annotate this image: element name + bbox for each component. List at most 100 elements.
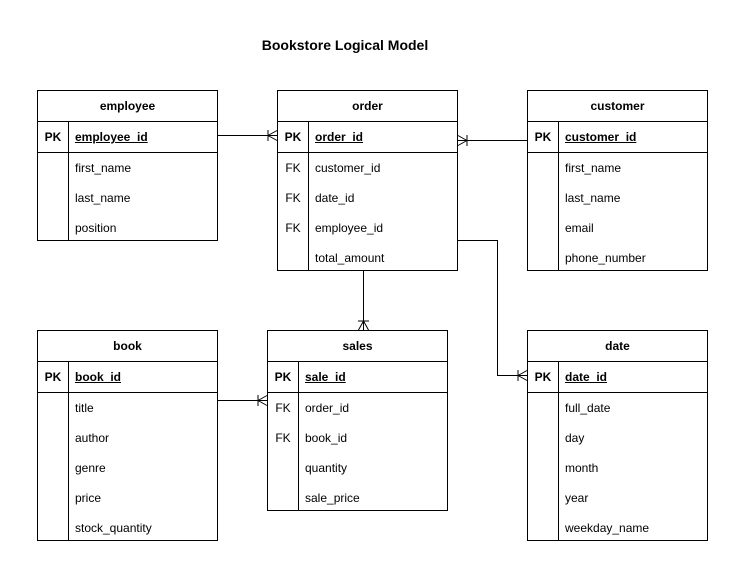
field-name: full_date <box>565 401 611 415</box>
field-name: stock_quantity <box>75 521 152 535</box>
relationship-order-date <box>458 240 528 381</box>
field-name: sale_id <box>305 370 346 384</box>
field-name: date_id <box>315 191 355 205</box>
primary-key-row: PK order_id <box>278 122 457 153</box>
field-name: customer_id <box>315 161 381 175</box>
field-row: sale_price <box>268 483 447 513</box>
field-row: total_amount <box>278 243 457 273</box>
field-row: quantity <box>268 453 447 483</box>
key-label: FK <box>275 431 291 445</box>
column-divider <box>298 391 299 510</box>
field-name: first_name <box>75 161 132 175</box>
field-row: author <box>38 423 217 453</box>
entity-book-header: book <box>38 331 217 362</box>
key-label: FK <box>285 161 301 175</box>
field-row: first_name <box>38 153 217 183</box>
field-row: stock_quantity <box>38 513 217 543</box>
relationship-customer-order <box>457 135 527 146</box>
field-row: full_date <box>528 393 707 423</box>
field-row: email <box>528 213 707 243</box>
column-divider <box>558 361 559 391</box>
field-row: phone_number <box>528 243 707 273</box>
entity-employee[interactable]: employee PK employee_id first_name last_… <box>37 90 218 241</box>
field-name: year <box>565 491 589 505</box>
field-name: employee_id <box>315 221 384 235</box>
field-row: weekday_name <box>528 513 707 543</box>
entity-customer-header: customer <box>528 91 707 122</box>
key-label: FK <box>275 401 291 415</box>
field-name: email <box>565 221 594 235</box>
key-label: PK <box>44 370 62 384</box>
field-name: month <box>565 461 599 475</box>
field-name: order_id <box>315 130 364 144</box>
column-divider <box>558 151 559 270</box>
key-label: FK <box>285 221 301 235</box>
field-name: employee_id <box>75 130 148 144</box>
field-row: day <box>528 423 707 453</box>
field-name: author <box>75 431 110 445</box>
entity-order[interactable]: order PK order_id FK customer_id FK date_i… <box>277 90 458 271</box>
field-row: FK customer_id <box>278 153 457 183</box>
field-name: first_name <box>565 161 622 175</box>
entity-sales-header: sales <box>268 331 447 362</box>
key-label: PK <box>534 370 552 384</box>
field-row: price <box>38 483 217 513</box>
field-name: sale_price <box>305 491 360 505</box>
key-label: PK <box>44 130 62 144</box>
column-divider <box>558 391 559 540</box>
field-row: last_name <box>38 183 217 213</box>
entity-customer[interactable]: customer PK customer_id first_name last_… <box>527 90 708 271</box>
relationship-book-sales <box>218 395 268 406</box>
field-row: position <box>38 213 217 243</box>
column-divider <box>558 121 559 151</box>
entity-date[interactable]: date PK date_id full_date day month year… <box>527 330 708 541</box>
column-divider <box>68 361 69 391</box>
key-label: PK <box>284 130 302 144</box>
field-name: title <box>75 401 94 415</box>
field-name: price <box>75 491 102 505</box>
field-name: book_id <box>305 431 348 445</box>
entity-book[interactable]: book PK book_id title author genre price… <box>37 330 218 541</box>
field-name: total_amount <box>315 251 385 265</box>
primary-key-row: PK book_id <box>38 362 217 393</box>
field-name: quantity <box>305 461 348 475</box>
field-name: last_name <box>75 191 131 205</box>
field-row: FK date_id <box>278 183 457 213</box>
field-name: customer_id <box>565 130 637 144</box>
key-label: FK <box>285 191 301 205</box>
diagram-title: Bookstore Logical Model <box>261 37 429 53</box>
field-name: weekday_name <box>565 521 650 535</box>
field-row: first_name <box>528 153 707 183</box>
key-label: PK <box>274 370 292 384</box>
entity-date-header: date <box>528 331 707 362</box>
field-row: FK employee_id <box>278 213 457 243</box>
column-divider <box>308 121 309 151</box>
field-name: position <box>75 221 117 235</box>
column-divider <box>68 391 69 540</box>
entity-order-header: order <box>278 91 457 122</box>
primary-key-row: PK employee_id <box>38 122 217 153</box>
field-name: day <box>565 431 585 445</box>
relationship-employee-order <box>218 130 278 141</box>
field-name: genre <box>75 461 106 475</box>
primary-key-row: PK customer_id <box>528 122 707 153</box>
column-divider <box>68 151 69 240</box>
column-divider <box>308 151 309 270</box>
field-row: year <box>528 483 707 513</box>
field-row: genre <box>38 453 217 483</box>
key-label: PK <box>534 130 552 144</box>
primary-key-row: PK sale_id <box>268 362 447 393</box>
relationship-order-sales <box>358 271 369 331</box>
column-divider <box>298 361 299 391</box>
field-name: date_id <box>565 370 608 384</box>
field-name: phone_number <box>565 251 646 265</box>
primary-key-row: PK date_id <box>528 362 707 393</box>
field-row: FK book_id <box>268 423 447 453</box>
entity-employee-header: employee <box>38 91 217 122</box>
column-divider <box>68 121 69 151</box>
field-name: last_name <box>565 191 621 205</box>
field-row: month <box>528 453 707 483</box>
